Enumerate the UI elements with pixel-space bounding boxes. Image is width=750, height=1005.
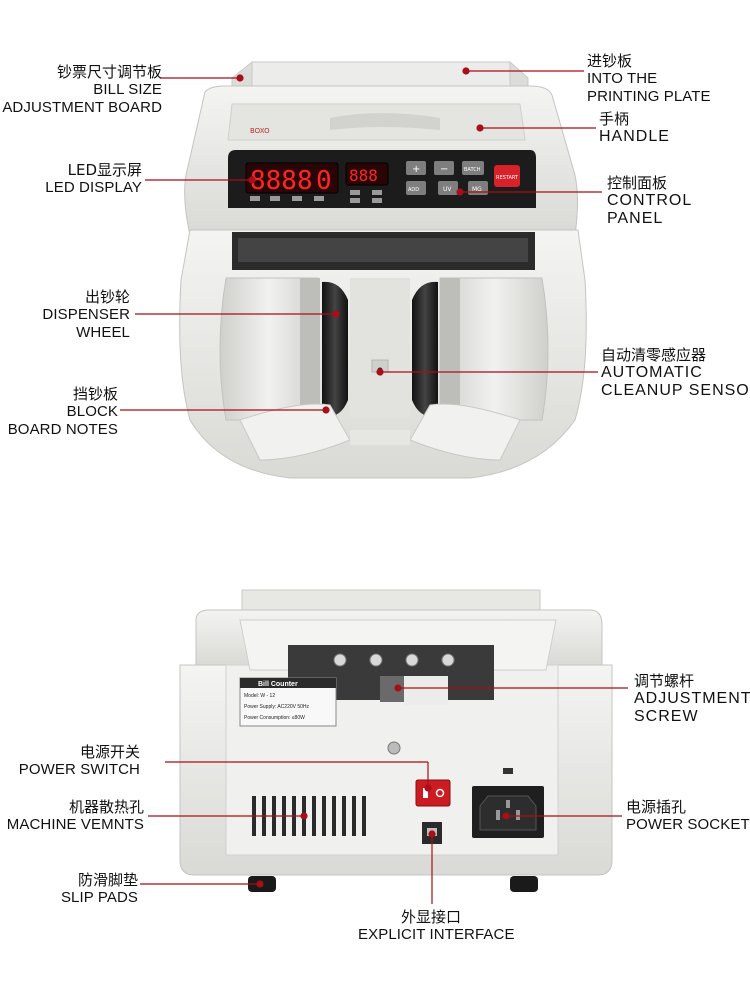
button-restart[interactable]: RESTART [494,165,520,187]
machine-back-view [179,589,613,892]
button-minus[interactable]: − [434,161,454,175]
label-handle: 手柄 HANDLE [599,110,670,145]
svg-text:BATCH: BATCH [464,167,481,173]
label-cleanup-sensor: 自动清零感应器 AUTOMATIC CLEANUP SENSOR [601,346,750,399]
label-dispenser-wheel: 出钞轮 DISPENSER WHEEL [42,288,130,341]
nameplate-title: Bill Counter [258,681,298,688]
callout-lines [120,67,628,904]
power-switch[interactable] [415,779,451,807]
label-led-display: LED显示屏 LED DISPLAY [45,161,142,196]
label-machine-vents: 机器散热孔 MACHINE VEMNTS [6,798,144,833]
nameplate-model: Model: W - 12 [244,693,275,699]
led-batch-digits: 888 [349,166,378,185]
machine-lower-body [179,229,587,479]
button-add[interactable]: ADD [406,181,426,195]
label-adjustment-screw: 调节螺杆 ADJUSTMENT SCREW [634,672,750,725]
button-plus[interactable]: + [406,161,426,175]
label-explicit-interface: 外显接口 EXPLICIT INTERFACE [358,908,515,943]
nameplate-consumption: Power Consumption: ≤80W [244,715,305,721]
led-last-digit: 0 [316,166,332,196]
slip-pad-right [510,876,538,892]
svg-text:RESTART: RESTART [496,175,519,181]
svg-text:ADD: ADD [408,187,419,193]
brand-mark: BOXO [250,127,270,135]
label-power-switch: 电源开关 POWER SWITCH [18,743,140,778]
nameplate: Bill Counter Model: W - 12 Power Supply:… [239,677,337,727]
control-panel: 8888 0 888 + − BATCH RESTART ADD UV MG [228,150,536,208]
button-mg[interactable]: MG [468,181,488,195]
led-main-digits: 8888 [250,166,313,196]
label-slip-pads: 防滑脚垫 SLIP PADS [60,871,138,906]
button-batch[interactable]: BATCH [462,161,484,175]
label-block-board: 挡钞板 BLOCK BOARD NOTES [7,385,118,438]
nameplate-supply: Power Supply: AC220V 50Hz [244,704,310,710]
svg-text:+: + [412,164,420,175]
label-bill-size-board: 钞票尺寸调节板 BILL SIZE ADJUSTMENT BOARD [2,63,162,116]
svg-text:MG: MG [472,186,482,193]
svg-text:−: − [440,164,448,175]
button-uv[interactable]: UV [438,181,458,195]
power-socket[interactable] [472,786,544,838]
label-printing-plate: 进钞板 INTO THE PRINTING PLATE [587,52,711,105]
label-power-socket: 电源插孔 POWER SOCKET [626,798,750,833]
svg-text:UV: UV [443,186,452,193]
label-control-panel: 控制面板 CONTROL PANEL [607,174,693,227]
